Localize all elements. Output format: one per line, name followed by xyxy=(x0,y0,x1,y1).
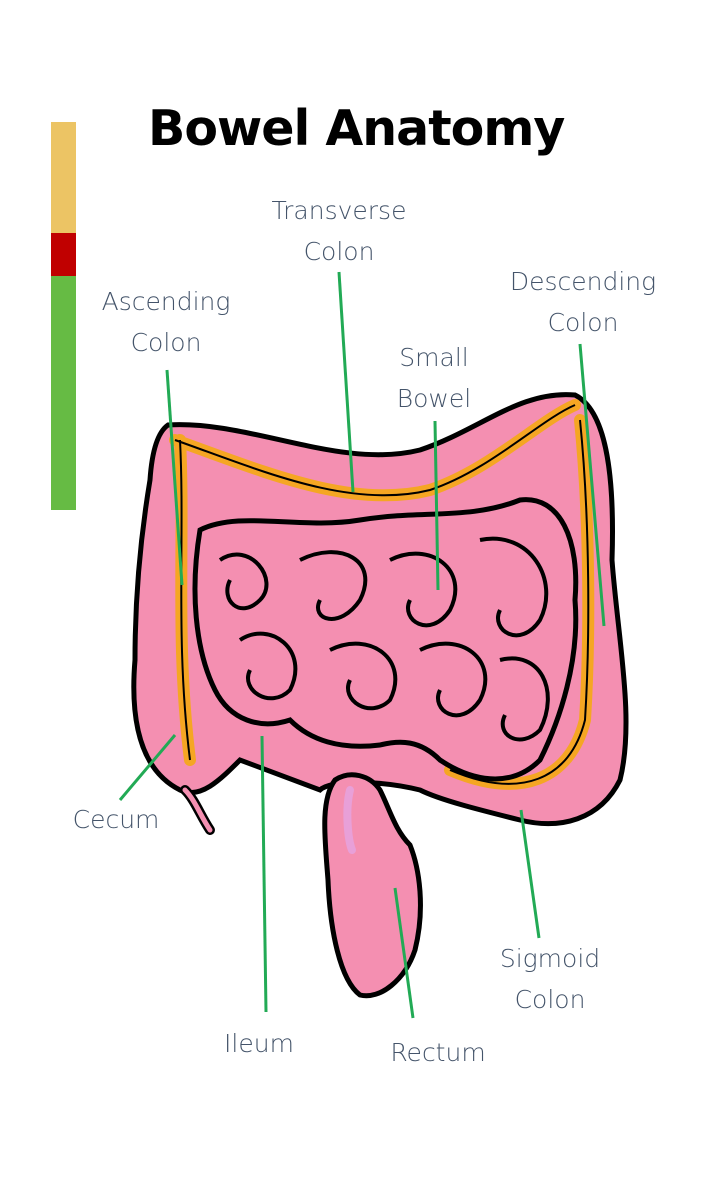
color-bar-red xyxy=(51,233,76,276)
leader-transverse xyxy=(337,271,355,493)
mesentery-outline xyxy=(174,404,590,785)
page-title: Bowel Anatomy xyxy=(148,100,565,157)
small-bowel-loops xyxy=(218,536,550,742)
leader-small-bowel xyxy=(433,420,440,591)
leader-cecum xyxy=(118,734,177,801)
label-sigmoid-colon: Sigmoid Colon xyxy=(499,944,601,1014)
label-rectum: Rectum xyxy=(390,1038,486,1067)
label-small-bowel: Small Bowel xyxy=(396,343,472,413)
leader-sigmoid xyxy=(519,809,541,939)
label-cecum: Cecum xyxy=(72,805,160,834)
leader-ascending xyxy=(165,369,184,586)
leader-ileum xyxy=(260,735,268,1013)
label-transverse-colon: Transverse Colon xyxy=(271,196,407,266)
label-descending-colon: Descending Colon xyxy=(509,267,657,337)
color-bar-green xyxy=(51,276,76,510)
rectum-highlight xyxy=(343,786,356,854)
small-bowel xyxy=(192,497,579,782)
leader-rectum xyxy=(393,887,415,1019)
label-ascending-colon: Ascending Colon xyxy=(101,287,231,357)
leader-lines xyxy=(118,271,606,1019)
label-ileum: Ileum xyxy=(224,1029,294,1058)
leader-descending xyxy=(578,343,606,627)
color-bar-yellow xyxy=(51,122,76,233)
